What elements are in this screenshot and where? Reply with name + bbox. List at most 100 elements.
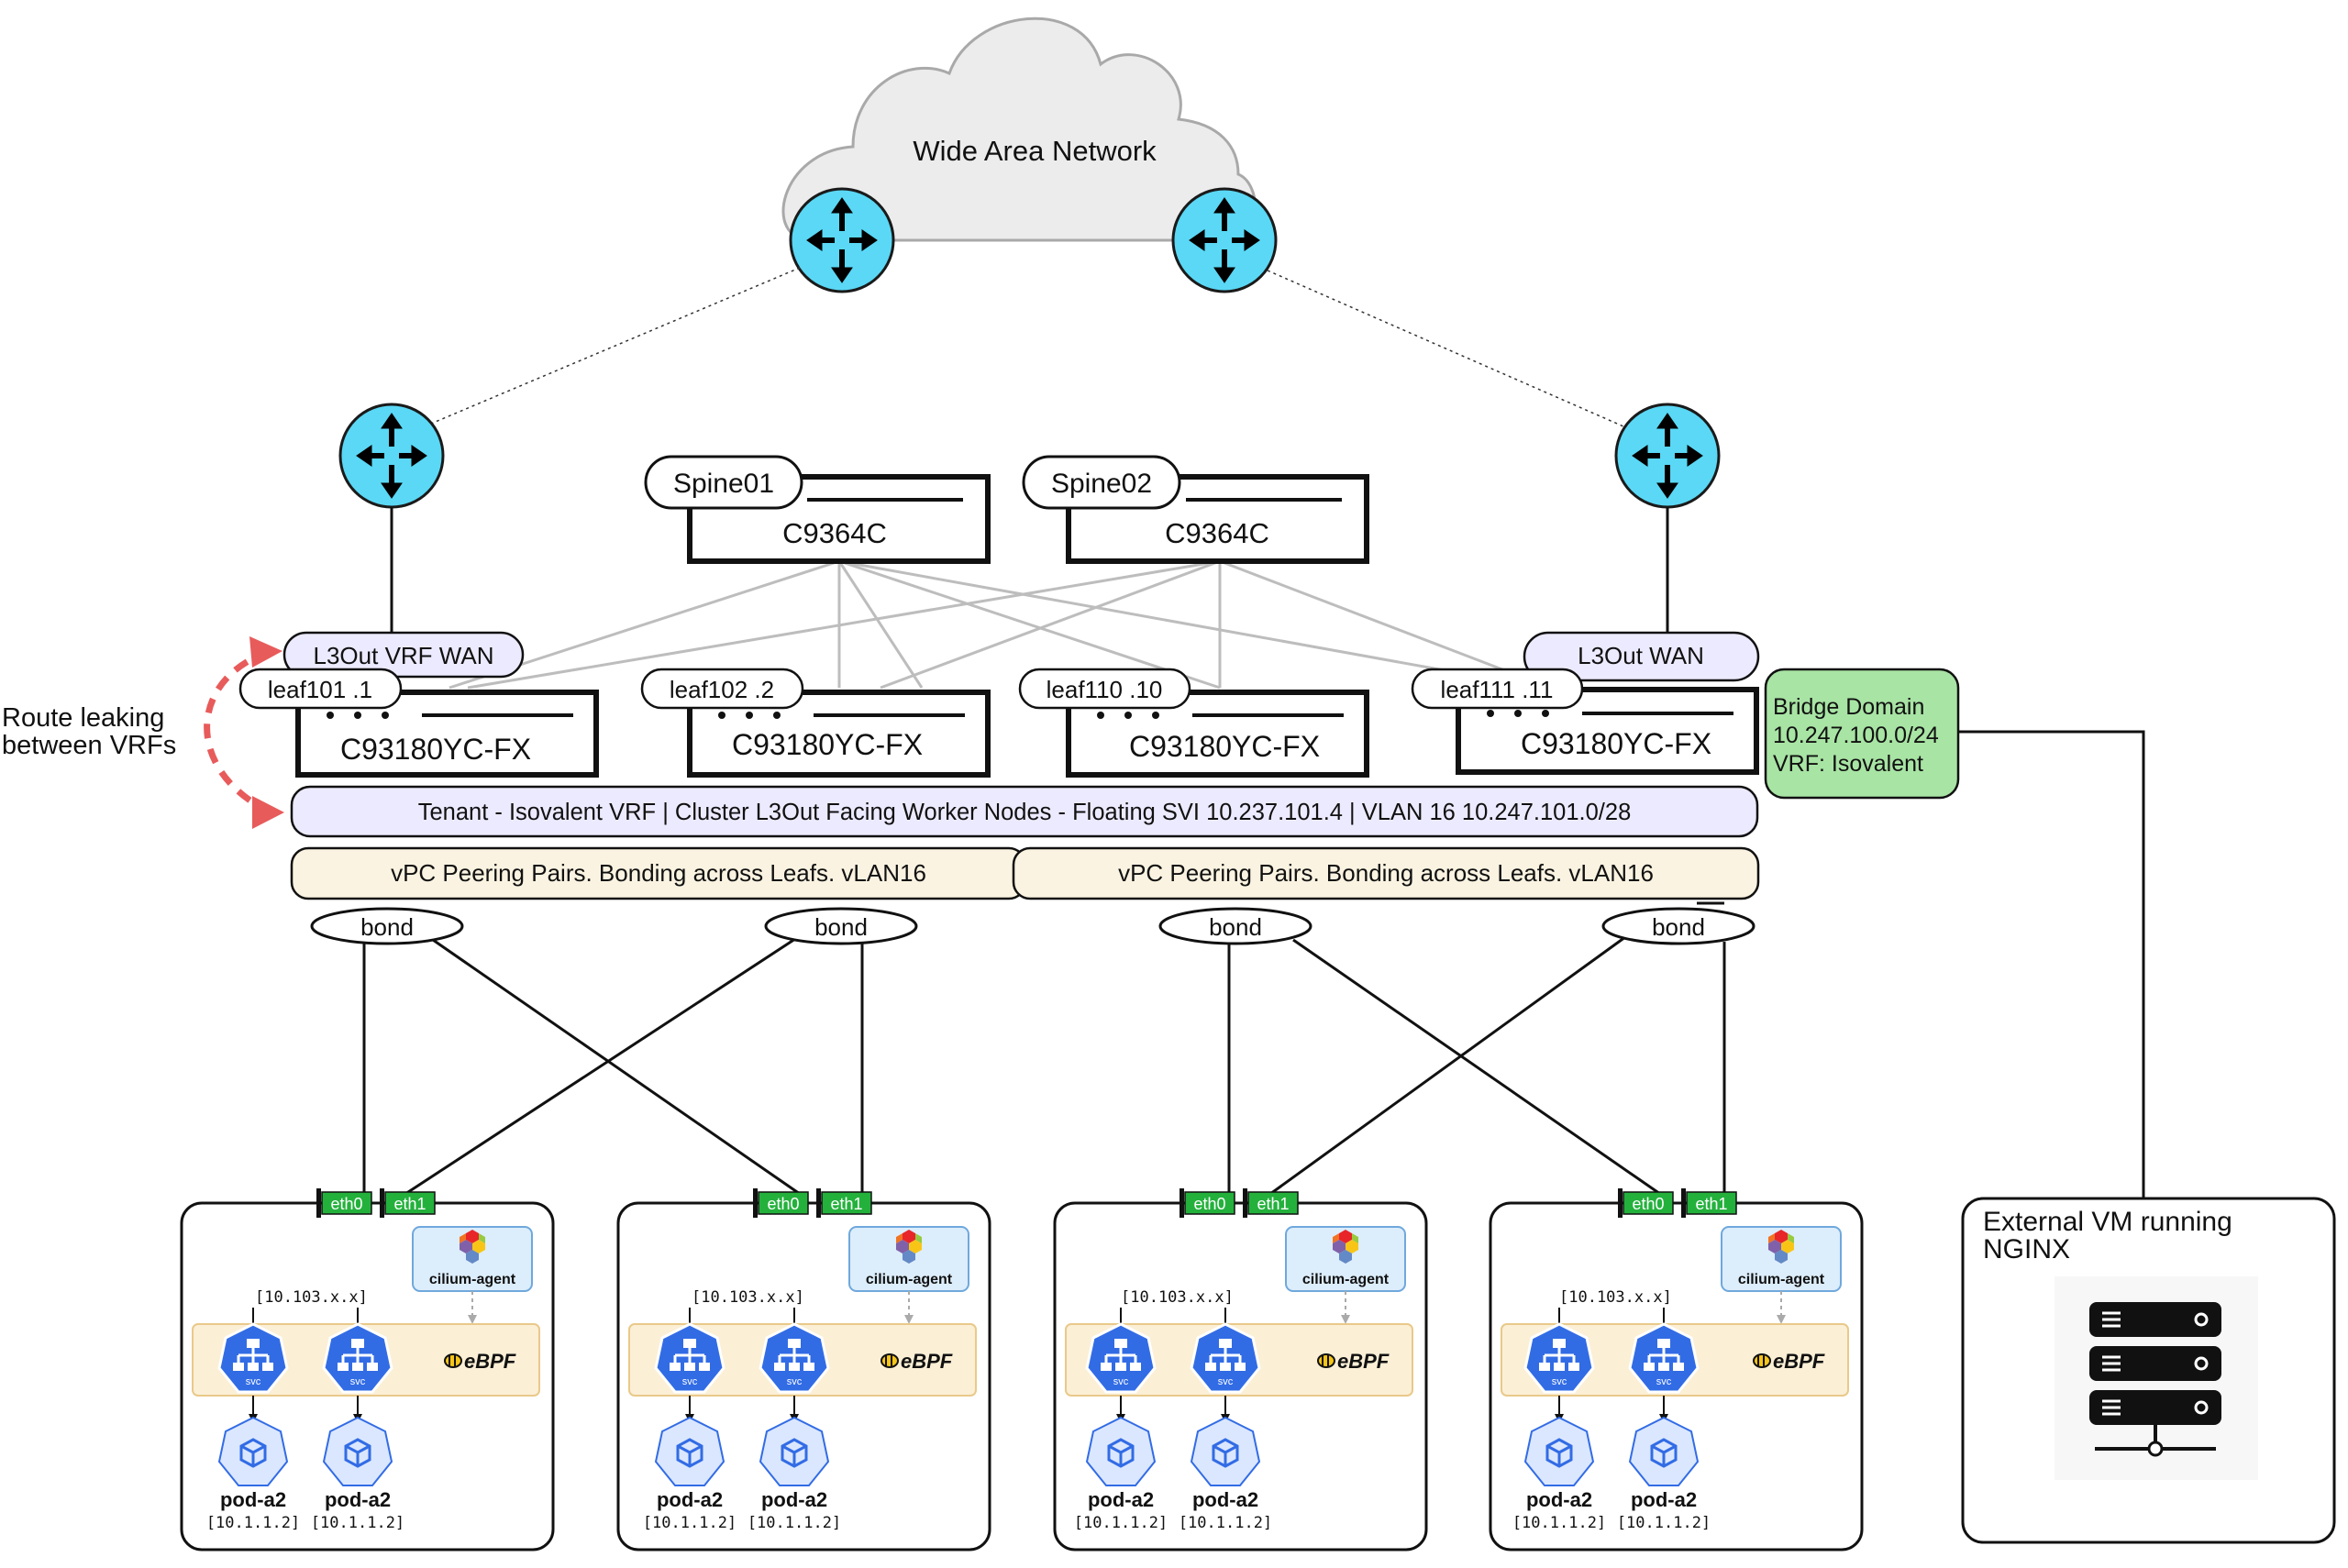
pod-ip: [10.1.1.2] xyxy=(206,1514,300,1532)
svc-text: svc xyxy=(1218,1376,1234,1387)
worker-node: eth0 eth1 cilium-agent [10.103.x.x] svc … xyxy=(1053,1188,1428,1551)
spine-02: C9364C Spine02 xyxy=(1022,455,1369,564)
svc-text: svc xyxy=(350,1376,366,1387)
ebpf-bee-icon xyxy=(880,1353,899,1368)
vpc-left: vPC Peering Pairs. Bonding across Leafs.… xyxy=(290,846,1027,900)
vpc-left-label: vPC Peering Pairs. Bonding across Leafs.… xyxy=(391,859,926,887)
eth0-label: eth0 xyxy=(1632,1195,1664,1213)
pod-name: pod-a2 xyxy=(1631,1488,1697,1511)
route-leaking-note: Route leaking between VRFs xyxy=(2,636,284,829)
ebpf-label: eBPF xyxy=(1337,1350,1390,1373)
leaf-name: leaf102 .2 xyxy=(670,676,774,703)
pod-ip: [10.1.1.2] xyxy=(1179,1514,1272,1532)
worker-node: eth0 eth1 cilium-agent [10.103.x.x] svc … xyxy=(616,1188,991,1551)
ebpf-bee-icon xyxy=(1753,1353,1771,1368)
eth1-label: eth1 xyxy=(1695,1195,1727,1213)
route-leak-line2: between VRFs xyxy=(2,731,176,760)
router-icon xyxy=(791,189,893,292)
spine-01: C9364C Spine01 xyxy=(644,455,991,564)
svc-text: svc xyxy=(787,1376,803,1387)
svc-text: svc xyxy=(682,1376,698,1387)
spine-name: Spine02 xyxy=(1051,469,1152,499)
bond-ellipse: bond xyxy=(1158,907,1312,945)
bond-label: bond xyxy=(1209,913,1262,941)
leaf-model: C93180YC-FX xyxy=(732,728,923,761)
bridge-domain-line1: Bridge Domain xyxy=(1773,694,1924,720)
l3out-left: L3Out VRF WAN xyxy=(282,631,525,679)
pod-name: pod-a2 xyxy=(1526,1488,1592,1511)
pod-name: pod-a2 xyxy=(1192,1488,1258,1511)
bond-label: bond xyxy=(814,913,868,941)
router-icon xyxy=(340,404,443,507)
vpc-right-label: vPC Peering Pairs. Bonding across Leafs.… xyxy=(1118,859,1654,887)
external-vm-line2: NGINX xyxy=(1983,1234,2070,1264)
pod-ip: [10.1.1.2] xyxy=(311,1514,404,1532)
route-leak-arrow xyxy=(204,647,272,816)
pod-name: pod-a2 xyxy=(1088,1488,1154,1511)
worker-node: eth0 eth1 cilium-agent [10.103.x.x] svc … xyxy=(180,1188,555,1551)
svc-ip-label: [10.103.x.x] xyxy=(1559,1288,1672,1307)
bond-label: bond xyxy=(1652,913,1705,941)
bond-cables xyxy=(362,901,1726,1196)
eth1-port: eth1 xyxy=(380,1188,436,1218)
spine-name: Spine01 xyxy=(673,469,774,499)
pod-ip: [10.1.1.2] xyxy=(748,1514,841,1532)
tenant-bar-label: Tenant - Isovalent VRF | Cluster L3Out F… xyxy=(418,800,1632,825)
external-vm: External VM running NGINX xyxy=(1961,1197,2336,1544)
bridge-domain: Bridge Domain 10.247.100.0/24 VRF: Isova… xyxy=(1764,668,1960,800)
spine-model: C9364C xyxy=(782,517,887,549)
worker-node: eth0 eth1 cilium-agent [10.103.x.x] svc … xyxy=(1489,1188,1864,1551)
pod-ip: [10.1.1.2] xyxy=(1617,1514,1711,1532)
leaf-101: C93180YC-FX leaf101 .1 xyxy=(238,668,599,778)
cilium-agent-label: cilium-agent xyxy=(1302,1272,1390,1287)
bridge-domain-line2: 10.247.100.0/24 xyxy=(1773,723,1939,748)
cloud-icon xyxy=(781,17,1257,242)
eth1-port: eth1 xyxy=(1243,1188,1299,1218)
fabric-links xyxy=(449,559,1551,690)
eth1-label: eth1 xyxy=(1257,1195,1289,1213)
leaf-name: leaf110 .10 xyxy=(1047,676,1163,703)
bond-ellipse: bond xyxy=(1601,907,1755,945)
svc-text: svc xyxy=(1113,1376,1129,1387)
eth0-port: eth0 xyxy=(1618,1188,1674,1218)
pod-name: pod-a2 xyxy=(657,1488,723,1511)
leaf-110: C93180YC-FX leaf110 .10 xyxy=(1018,668,1369,778)
svc-text: svc xyxy=(246,1376,261,1387)
pod-ip: [10.1.1.2] xyxy=(643,1514,737,1532)
leaf-name: leaf101 .1 xyxy=(268,676,372,703)
tenant-bar: Tenant - Isovalent VRF | Cluster L3Out F… xyxy=(290,785,1759,838)
wan-link-left xyxy=(430,267,801,425)
cilium-agent-label: cilium-agent xyxy=(866,1272,953,1287)
l3out-left-label: L3Out VRF WAN xyxy=(314,642,494,669)
eth0-port: eth0 xyxy=(753,1188,809,1218)
cilium-agent-box: cilium-agent xyxy=(1285,1226,1406,1292)
eth0-label: eth0 xyxy=(1193,1195,1225,1213)
svc-ip-label: [10.103.x.x] xyxy=(692,1288,804,1307)
ebpf-label: eBPF xyxy=(901,1350,953,1373)
wan-label: Wide Area Network xyxy=(913,135,1157,167)
leaf-102: C93180YC-FX leaf102 .2 xyxy=(640,668,991,778)
spine-model: C9364C xyxy=(1165,517,1269,549)
eth1-label: eth1 xyxy=(393,1195,426,1213)
pod-name: pod-a2 xyxy=(220,1488,286,1511)
wan-cloud: Wide Area Network xyxy=(781,17,1257,242)
server-rack-icon xyxy=(2054,1276,2258,1480)
pod-name: pod-a2 xyxy=(325,1488,391,1511)
svc-ip-label: [10.103.x.x] xyxy=(255,1288,368,1307)
ebpf-label: eBPF xyxy=(464,1350,516,1373)
leaf-model: C93180YC-FX xyxy=(340,733,531,766)
l3out-right-label: L3Out WAN xyxy=(1578,642,1704,669)
pod-ip: [10.1.1.2] xyxy=(1074,1514,1168,1532)
eth1-port: eth1 xyxy=(816,1188,872,1218)
bond-label: bond xyxy=(360,913,414,941)
l3out-right: L3Out WAN xyxy=(1523,631,1760,682)
external-vm-line1: External VM running xyxy=(1983,1207,2232,1237)
bond-ellipse: bond xyxy=(310,907,464,945)
leaf-model: C93180YC-FX xyxy=(1521,727,1711,760)
cilium-agent-label: cilium-agent xyxy=(1738,1272,1825,1287)
bond-ellipse: bond xyxy=(764,907,918,945)
leaf-name: leaf111 .11 xyxy=(1441,676,1554,703)
router-icon xyxy=(1616,404,1719,507)
router-icon xyxy=(1173,189,1276,292)
